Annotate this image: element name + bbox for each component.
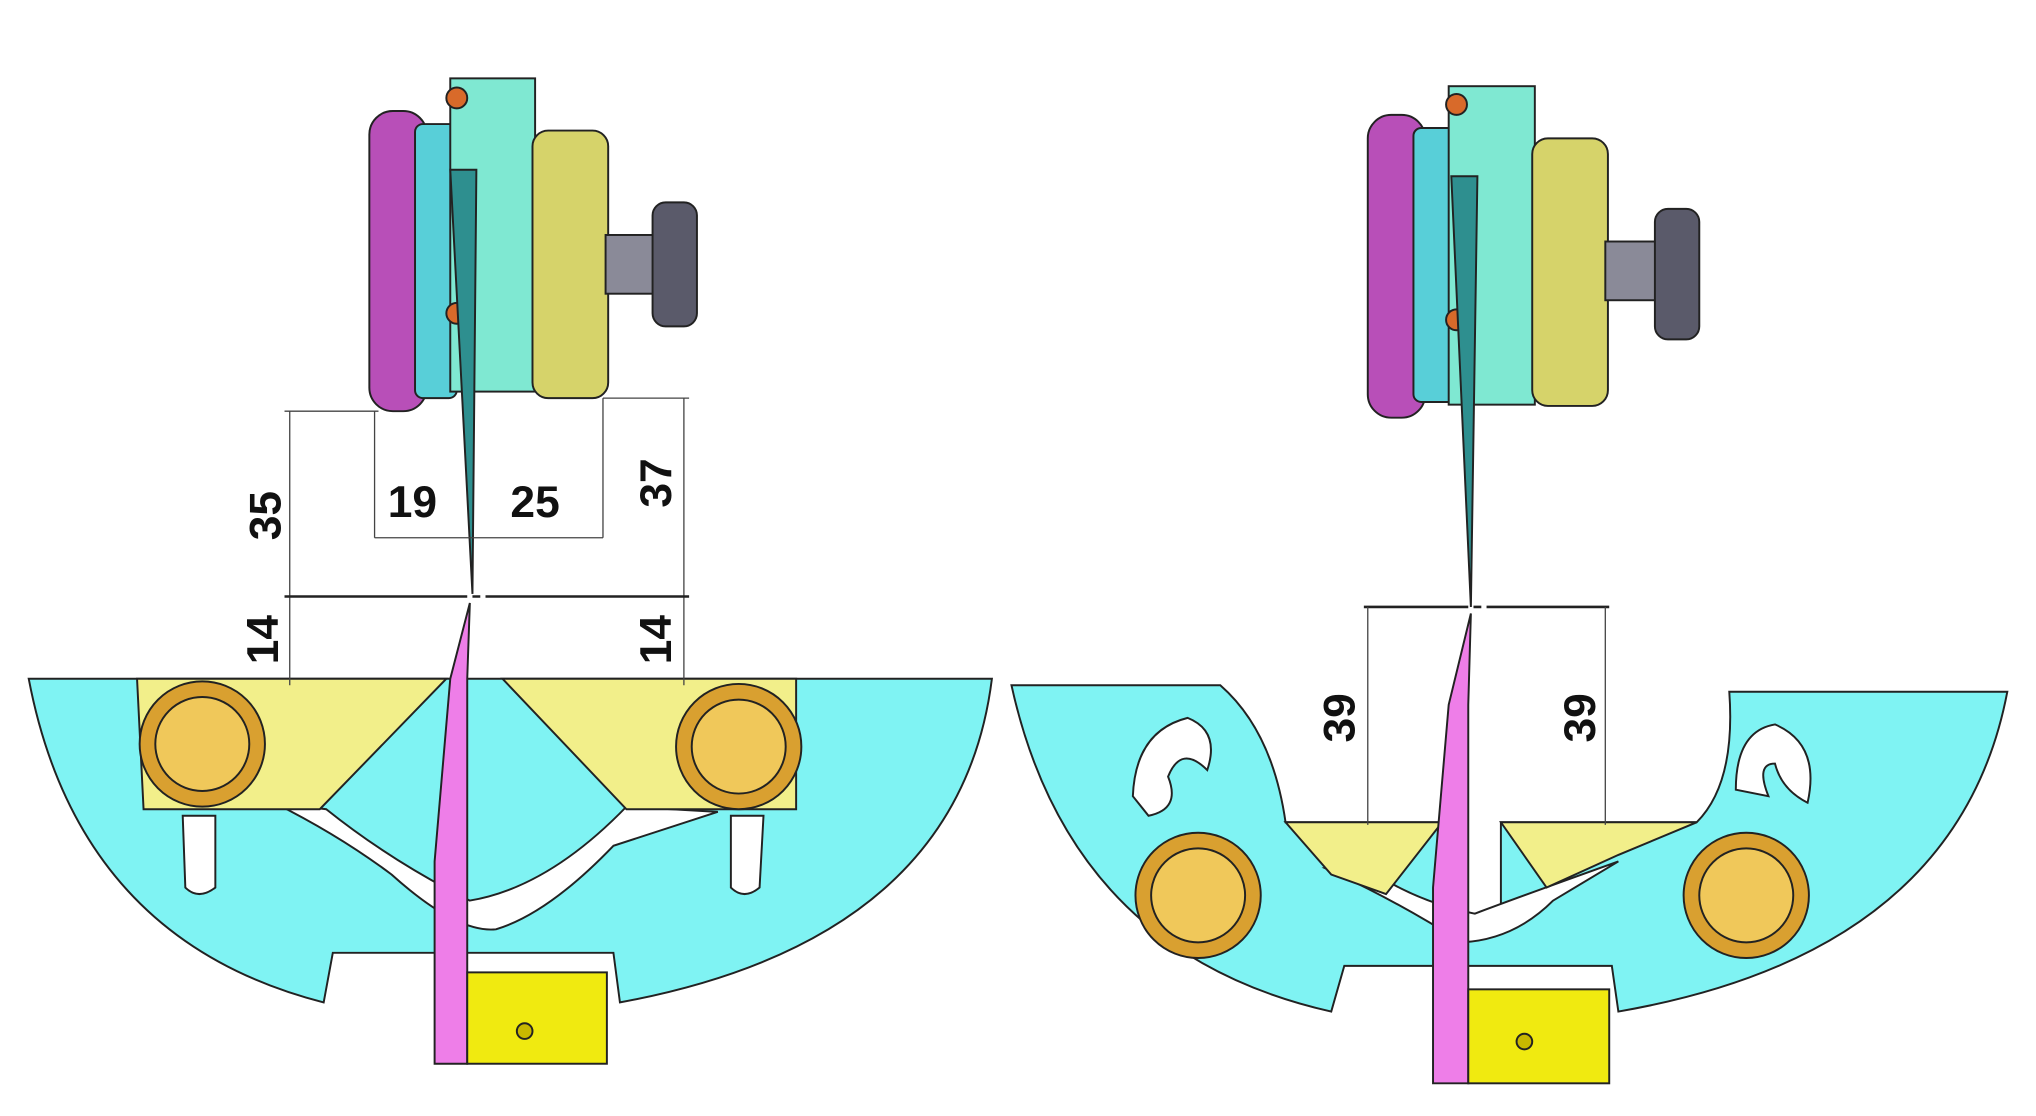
right-block <box>1467 988 1611 1085</box>
dim-label-39-left: 39 <box>1316 693 1365 742</box>
left-slot <box>729 814 765 896</box>
left-bolt-icon <box>445 86 469 110</box>
right-hook-slot <box>1131 716 1212 817</box>
right-clamp-knob-icon[interactable] <box>675 682 803 811</box>
left-block-screw-icon <box>515 1022 534 1040</box>
dim-label-14-right: 14 <box>632 615 681 665</box>
right-view-right-clamp-knob-icon[interactable] <box>1682 831 1810 960</box>
dim-label-39-right: 39 <box>1556 693 1605 742</box>
dim-label-35: 35 <box>242 491 291 540</box>
left-blade-lower <box>433 602 471 1065</box>
right-view: 39 39 <box>1010 85 2009 1085</box>
right-blade-lower <box>1432 613 1472 1085</box>
right-dimension-lines <box>1363 605 1610 825</box>
left-adjust-knob <box>651 201 698 328</box>
left-slot <box>181 814 217 896</box>
right-bolt-icon <box>1445 93 1468 116</box>
left-block <box>466 971 608 1065</box>
dim-label-14-left: 14 <box>239 615 288 665</box>
dim-label-19: 19 <box>388 478 437 527</box>
dim-label-37: 37 <box>632 458 681 507</box>
right-drum <box>1531 137 1609 407</box>
left-shaft <box>604 234 657 295</box>
left-drum <box>531 129 610 400</box>
right-adjust-knob <box>1653 207 1701 341</box>
right-block-screw-icon <box>1515 1032 1534 1051</box>
right-shaft <box>1604 240 1659 302</box>
right-blade-upper <box>1450 175 1479 607</box>
left-view: 35 19 25 37 14 14 <box>27 77 994 1065</box>
left-clamp-knob-icon[interactable] <box>138 680 266 808</box>
right-guide-right <box>1499 821 1698 889</box>
right-hook-slot <box>1734 723 1812 805</box>
dim-label-25: 25 <box>510 478 559 527</box>
left-cutter-head <box>368 77 698 594</box>
right-cutter-head <box>1366 85 1701 607</box>
left-blade-upper <box>449 168 478 594</box>
right-view-left-clamp-knob-icon[interactable] <box>1134 831 1262 960</box>
left-dimension-lines <box>284 397 690 686</box>
right-guide-left <box>1283 821 1445 896</box>
